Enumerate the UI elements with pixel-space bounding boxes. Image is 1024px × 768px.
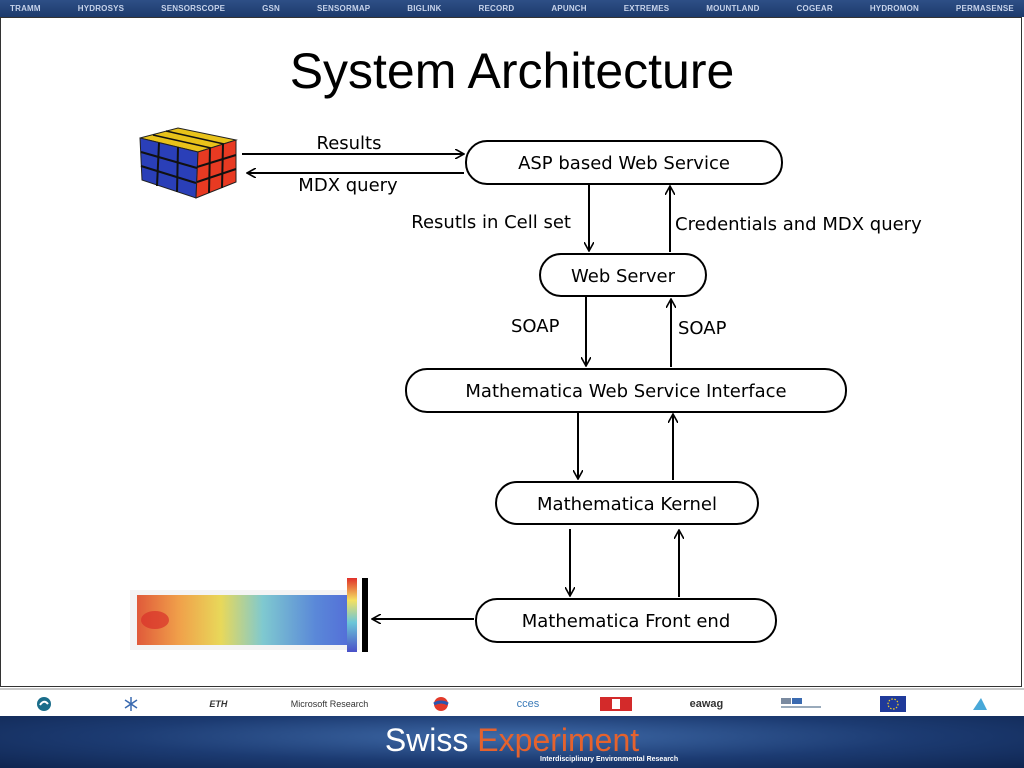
node-front-end <box>475 598 777 643</box>
nav-item-tramm[interactable]: TRAMM <box>10 4 41 13</box>
brand-swiss: Swiss <box>384 722 469 758</box>
footer-brand: Swiss Experiment <box>0 722 1024 759</box>
nav-item-cogear[interactable]: COGEAR <box>796 4 833 13</box>
nav-item-apunch[interactable]: APUNCH <box>551 4 587 13</box>
edge-soap-up-label: SOAP <box>678 318 727 339</box>
cube-icon <box>139 127 238 199</box>
heatmap-image <box>130 578 368 652</box>
brand-experiment: Experiment <box>477 722 640 758</box>
eth-logo: ETH <box>209 699 228 709</box>
nav-item-permasense[interactable]: PERMASENSE <box>955 4 1014 13</box>
nav-item-sensorscope[interactable]: SENSORSCOPE <box>161 4 226 13</box>
nav-item-record[interactable]: RECORD <box>478 4 515 13</box>
nav-item-extremes[interactable]: EXTREMES <box>623 4 670 13</box>
edge-results-cell-set-label: Resutls in Cell set <box>411 212 571 233</box>
node-webserver-label: Web Server <box>571 266 676 287</box>
edge-credentials-label: Credentials and MDX query <box>675 214 922 235</box>
edge-mdx-query-label: MDX query <box>298 175 398 196</box>
architecture-diagram: ASP based Web Service Web Server Mathema… <box>130 127 922 652</box>
nav-item-hydrosys[interactable]: HYDROSYS <box>77 4 125 13</box>
nav-item-biglink[interactable]: BIGLINK <box>407 4 442 13</box>
eu-flag-logo <box>878 693 908 715</box>
node-asp-label: ASP based Web Service <box>518 153 730 174</box>
wsl-logo <box>116 693 146 715</box>
node-kernel <box>495 481 759 525</box>
cces-logo: cces <box>516 698 540 710</box>
footer-band <box>0 716 1024 768</box>
slide-title: System Architecture <box>289 43 735 99</box>
nav-item-gsn[interactable]: GSN <box>262 4 281 13</box>
fp7-logo <box>965 693 995 715</box>
nav-item-sensormap[interactable]: SENSORMAP <box>316 4 371 13</box>
edge-soap-down-label: SOAP <box>511 316 560 337</box>
node-kernel-label: Mathematica Kernel <box>537 494 717 515</box>
microsoft-research-logo: Microsoft Research <box>290 699 369 709</box>
globe-logo <box>426 693 456 715</box>
node-frontend-label: Mathematica Front end <box>522 611 731 632</box>
node-web-server <box>539 253 707 297</box>
footer-tagline: Interdisciplinary Environmental Research <box>540 756 679 763</box>
epfl-red-logo <box>600 693 633 715</box>
partner-logos: ETH Microsoft Research cces eawag <box>0 688 1024 718</box>
node-asp-web-service <box>465 140 783 185</box>
epfl-logo <box>29 693 59 715</box>
top-nav: TRAMM HYDROSYS SENSORSCOPE GSN SENSORMAP… <box>0 0 1024 17</box>
snf-logo <box>780 693 821 715</box>
eawag-logo: eawag <box>689 698 724 710</box>
nav-item-hydromon[interactable]: HYDROMON <box>869 4 919 13</box>
nav-item-mountland[interactable]: MOUNTLAND <box>706 4 760 13</box>
node-ws-interface <box>405 368 847 413</box>
edge-results-label: Results <box>317 133 382 154</box>
node-interface-label: Mathematica Web Service Interface <box>465 381 786 402</box>
slide-frame <box>0 17 1022 687</box>
